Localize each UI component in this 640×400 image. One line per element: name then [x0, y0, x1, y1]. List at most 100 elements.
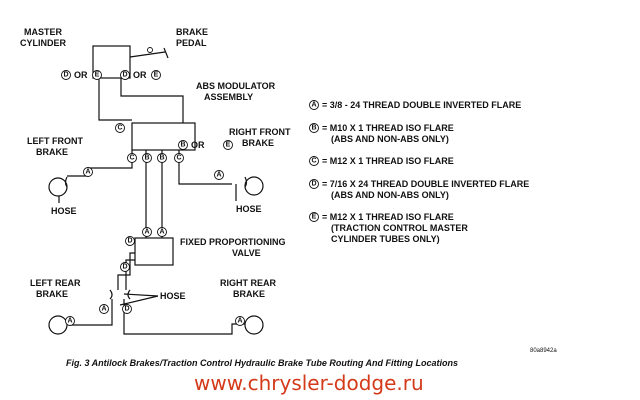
legend-text-line: = 3/8 - 24 THREAD DOUBLE INVERTED FLARE [322, 100, 521, 110]
svg-text:B: B [159, 155, 164, 162]
legend-text-line: = M12 X 1 THREAD ISO FLARE [322, 156, 454, 166]
figure-reference: 80a8942a [530, 348, 557, 354]
pedal-pivot [147, 47, 153, 53]
tube-valve-to-left-rear [117, 252, 135, 290]
fitting-code-d-valve-out-1: D [125, 236, 135, 246]
label-abs-2: ASSEMBLY [204, 92, 253, 102]
fitting-code-e-1: E [92, 70, 102, 80]
svg-text:D: D [124, 306, 129, 313]
legend-code-circle [309, 156, 319, 166]
fitting-code-a-rear-hose-left: A [99, 304, 109, 314]
svg-text:A: A [67, 318, 72, 325]
legend-code-circle [309, 100, 319, 110]
fitting-code-a-valve-1: A [142, 227, 152, 237]
svg-text:B: B [180, 142, 185, 149]
label-left-rear-2: BRAKE [36, 289, 68, 299]
label-hose-left: HOSE [51, 206, 77, 216]
left-front-brake [48, 177, 68, 197]
left-front-hose [64, 176, 68, 188]
legend-text-line: = M12 X 1 THREAD ISO FLARE [322, 212, 454, 222]
legend-code-letter: B [311, 125, 316, 132]
svg-text:E: E [154, 72, 159, 79]
brake-pedal-lever [163, 47, 169, 59]
legend-entry-c: C = M12 X 1 THREAD ISO FLARE [309, 156, 454, 166]
fitting-code-a-right-rear: A [235, 316, 245, 326]
svg-text:A: A [85, 169, 90, 176]
pushrod-line [129, 51, 166, 58]
fitting-code-a-left-rear: A [65, 316, 75, 326]
fitting-code-a-valve-2: A [157, 227, 167, 237]
fitting-code-c-abs-out-2: C [174, 153, 184, 163]
label-right-front-2: BRAKE [242, 138, 274, 148]
legend-text-line: = 7/16 X 24 THREAD DOUBLE INVERTED FLARE [322, 179, 529, 189]
legend-code-letter: C [311, 158, 316, 165]
legend-code-letter: E [312, 214, 317, 221]
tube-abs-to-left-front [67, 150, 133, 177]
left-rear-brake [48, 315, 68, 335]
svg-text:A: A [237, 318, 242, 325]
fitting-code-b-abs-in: B [178, 140, 188, 150]
svg-text:E: E [95, 72, 100, 79]
fitting-codes: D E D E C B E C B B C A A A A D D A D A … [61, 70, 245, 326]
proportioning-valve-body [134, 237, 174, 266]
or-text-1: OR [74, 70, 88, 80]
legend-text-line: CYLINDER TUBES ONLY) [331, 234, 440, 244]
hose-arrow-2 [119, 295, 159, 306]
legend-code-letter: A [311, 102, 316, 109]
svg-text:C: C [117, 125, 122, 132]
label-master-cylinder-2: CYLINDER [20, 38, 67, 48]
legend-code-letter: D [311, 181, 316, 188]
tube-master-to-abs-right [120, 78, 184, 123]
fitting-code-d-rear-hose-right: D [122, 304, 132, 314]
tube-right-rear-final [123, 299, 254, 335]
fitting-code-e-2: E [151, 70, 161, 80]
label-hose-right: HOSE [236, 204, 262, 214]
svg-text:E: E [226, 142, 231, 149]
legend-code-circle [309, 123, 319, 133]
label-abs-1: ABS MODULATOR [196, 81, 276, 91]
legend-code-circle [309, 179, 319, 189]
label-brake-pedal-1: BRAKE [176, 27, 208, 37]
fitting-code-e-abs-in: E [223, 140, 233, 150]
legend-entry-b: B = M10 X 1 THREAD ISO FLARE(ABS AND NON-… [309, 123, 454, 144]
legend-text-line: (TRACTION CONTROL MASTER [331, 223, 468, 233]
label-right-rear-1: RIGHT REAR [220, 278, 277, 288]
hose-arrow-1 [123, 293, 159, 297]
label-left-front-2: BRAKE [36, 147, 68, 157]
fitting-code-d-1: D [61, 70, 71, 80]
website-url: www.chrysler-dodge.ru [194, 371, 424, 395]
fitting-code-c-abs-out-1: C [127, 153, 137, 163]
legend-text-line: (ABS AND NON-ABS ONLY) [331, 134, 449, 144]
svg-text:A: A [144, 229, 149, 236]
tube-master-to-abs-left [98, 78, 132, 121]
figure-caption: Fig. 3 Antilock Brakes/Traction Control … [66, 358, 458, 368]
legend-code-circle [309, 212, 319, 222]
label-right-rear-2: BRAKE [233, 289, 265, 299]
legend-entry-e: E = M12 X 1 THREAD ISO FLARE(TRACTION CON… [309, 212, 468, 244]
fitting-code-d-2: D [120, 70, 130, 80]
fitting-code-b-abs-out-1: B [142, 153, 152, 163]
svg-text:A: A [159, 229, 164, 236]
svg-text:A: A [216, 172, 221, 179]
label-brake-pedal-2: PEDAL [176, 38, 207, 48]
svg-text:C: C [176, 155, 181, 162]
fitting-code-a-left-front: A [83, 167, 93, 177]
fitting-legend: A = 3/8 - 24 THREAD DOUBLE INVERTED FLARE… [309, 100, 529, 244]
label-valve-1: FIXED PROPORTIONING [180, 237, 286, 247]
legend-text-line: = M10 X 1 THREAD ISO FLARE [322, 123, 454, 133]
or-text-2: OR [133, 70, 147, 80]
label-right-front-1: RIGHT FRONT [229, 127, 291, 137]
svg-text:D: D [122, 264, 127, 271]
svg-text:D: D [127, 238, 132, 245]
label-left-front-1: LEFT FRONT [27, 136, 83, 146]
svg-text:B: B [144, 155, 149, 162]
tube-abs-to-right-front [178, 150, 232, 185]
label-hose-rear: HOSE [160, 291, 186, 301]
tube-valve-to-right-rear [125, 259, 135, 290]
legend-entry-d: D = 7/16 X 24 THREAD DOUBLE INVERTED FLAR… [309, 179, 529, 200]
label-master-cylinder-1: MASTER [24, 27, 63, 37]
legend-text-line: (ABS AND NON-ABS ONLY) [331, 190, 449, 200]
or-text-3: OR [191, 140, 205, 150]
